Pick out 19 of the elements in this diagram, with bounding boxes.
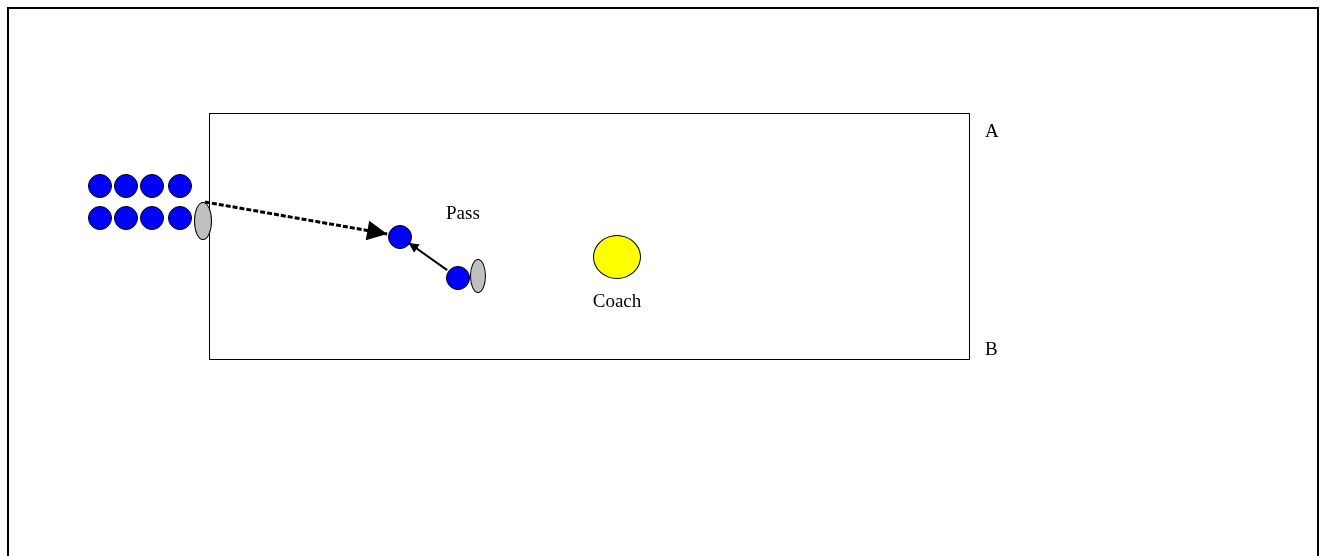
dashed-arrow — [204, 200, 388, 241]
coach-label: Coach — [592, 291, 642, 310]
player-circle — [140, 206, 164, 230]
player-circle — [114, 174, 138, 198]
cone-ellipse — [470, 259, 486, 293]
player-circle — [168, 206, 192, 230]
corner-label: B — [985, 339, 998, 358]
player-circle — [168, 174, 192, 198]
cone-ellipse — [194, 202, 212, 240]
player-circle — [388, 225, 412, 249]
player-circle — [446, 266, 470, 290]
player-circle — [140, 174, 164, 198]
player-circle — [114, 206, 138, 230]
field-rectangle — [209, 113, 970, 360]
arrow — [407, 241, 449, 272]
corner-label: A — [985, 121, 999, 140]
player-circle — [88, 174, 112, 198]
edge-label: Pass — [446, 203, 480, 222]
player-circle — [88, 206, 112, 230]
